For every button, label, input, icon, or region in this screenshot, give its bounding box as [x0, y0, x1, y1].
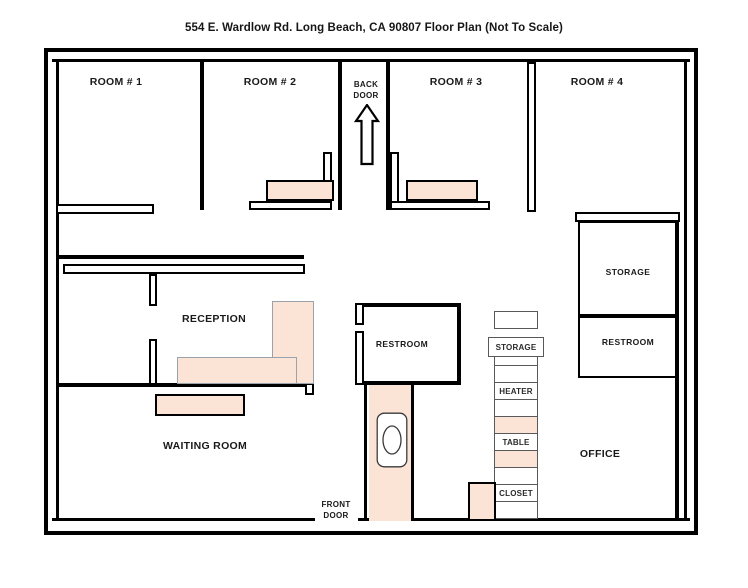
room2-counter-wall-horizontal: [249, 201, 332, 210]
room-label-office: OFFICE: [579, 448, 621, 460]
exterior-wall-right-inner: [684, 59, 687, 521]
room-label-room3: ROOM # 3: [429, 76, 483, 88]
wall-reception-bottom: [56, 383, 313, 387]
wall-restroom-strip-right: [411, 385, 414, 521]
center-stack-cell: [494, 365, 538, 383]
front-door-label-line1: FRONT: [321, 500, 351, 509]
room3-counter-wall-horizontal: [390, 201, 490, 210]
wall-corridor-room3: [386, 62, 390, 210]
wall-office-left: [675, 221, 679, 521]
wall-center-restroom-top: [355, 303, 461, 307]
wall-room1-bottom: [56, 255, 304, 259]
toilet-icon: [376, 412, 408, 468]
room3-counter: [406, 180, 478, 201]
room-label-reception: RECEPTION: [182, 313, 246, 325]
back-door-label-line2: DOOR: [353, 91, 379, 100]
page-title: 554 E. Wardlow Rd. Long Beach, CA 90807 …: [185, 22, 563, 34]
wall-room3-room4: [527, 62, 536, 212]
room-label-room4: ROOM # 4: [570, 76, 624, 88]
exterior-wall-bottom-inner-left: [52, 518, 314, 521]
wall-room1-room2: [200, 62, 204, 210]
center-stack-cell: [494, 311, 538, 329]
center-stack-cell: CLOSET: [494, 484, 538, 502]
waiting-bench: [155, 394, 245, 416]
wall-stub-room1: [56, 204, 154, 214]
wall-stub-reception-upper: [149, 274, 157, 306]
office-cabinet: [468, 482, 496, 521]
room-label-restroom-center: RESTROOM: [375, 339, 429, 349]
room-label-storage-right: STORAGE: [605, 267, 651, 277]
wall-center-restroom-jamb-lower: [355, 331, 364, 385]
wall-room2-corridor: [338, 62, 342, 210]
exterior-wall-bottom-inner-right: [358, 518, 690, 521]
wall-center-restroom-jamb-upper: [355, 303, 364, 325]
room-label-room2: ROOM # 2: [243, 76, 297, 88]
back-door-label-line1: BACK: [353, 80, 379, 89]
center-stack-cell: HEATER: [494, 382, 538, 400]
center-stack-cell: [494, 416, 538, 434]
front-door-label: FRONT DOOR: [321, 499, 350, 521]
exterior-wall-left-outer: [44, 48, 48, 535]
center-stack-cell: [494, 501, 538, 519]
exterior-wall-top-outer: [44, 48, 698, 52]
wall-reception-bottom-return: [305, 383, 314, 395]
center-stack-cell: [494, 450, 538, 468]
center-stack-cell: [494, 399, 538, 417]
back-door-arrow: [354, 104, 380, 166]
wall-reception-top: [63, 264, 305, 274]
front-door-label-line2: DOOR: [323, 511, 349, 520]
center-stack-cell-label: CLOSET: [499, 488, 533, 498]
exterior-wall-bottom-outer: [44, 531, 698, 535]
front-door-jamb-left: [311, 518, 315, 521]
wall-restroom-strip-left: [364, 385, 367, 521]
center-stack-cell-label: HEATER: [499, 386, 533, 396]
wall-center-restroom-right-lower: [457, 345, 461, 385]
room-restroom-right: [578, 316, 677, 378]
wall-stub-reception-lower: [149, 339, 157, 386]
center-stack-storage-label: STORAGE: [495, 342, 537, 352]
center-stack-cell-label: TABLE: [502, 437, 530, 447]
room-label-restroom-right: RESTROOM: [601, 337, 655, 347]
exterior-wall-top-inner: [52, 59, 690, 62]
room-label-waiting: WAITING ROOM: [162, 440, 248, 452]
center-stack-cell: TABLE: [494, 433, 538, 451]
room-label-room1: ROOM # 1: [89, 76, 143, 88]
center-stack-storage-cell: STORAGE: [488, 337, 544, 357]
back-door-label: BACK DOOR: [353, 79, 378, 101]
room-storage-right: [578, 221, 677, 316]
room2-counter: [266, 180, 334, 201]
exterior-wall-left-inner: [56, 59, 59, 521]
wall-center-restroom-right: [457, 303, 461, 345]
center-stack-cell: [494, 467, 538, 485]
reception-desk-horizontal: [177, 357, 297, 384]
wall-center-restroom-bottom: [355, 381, 461, 385]
exterior-wall-right-outer: [694, 48, 698, 535]
